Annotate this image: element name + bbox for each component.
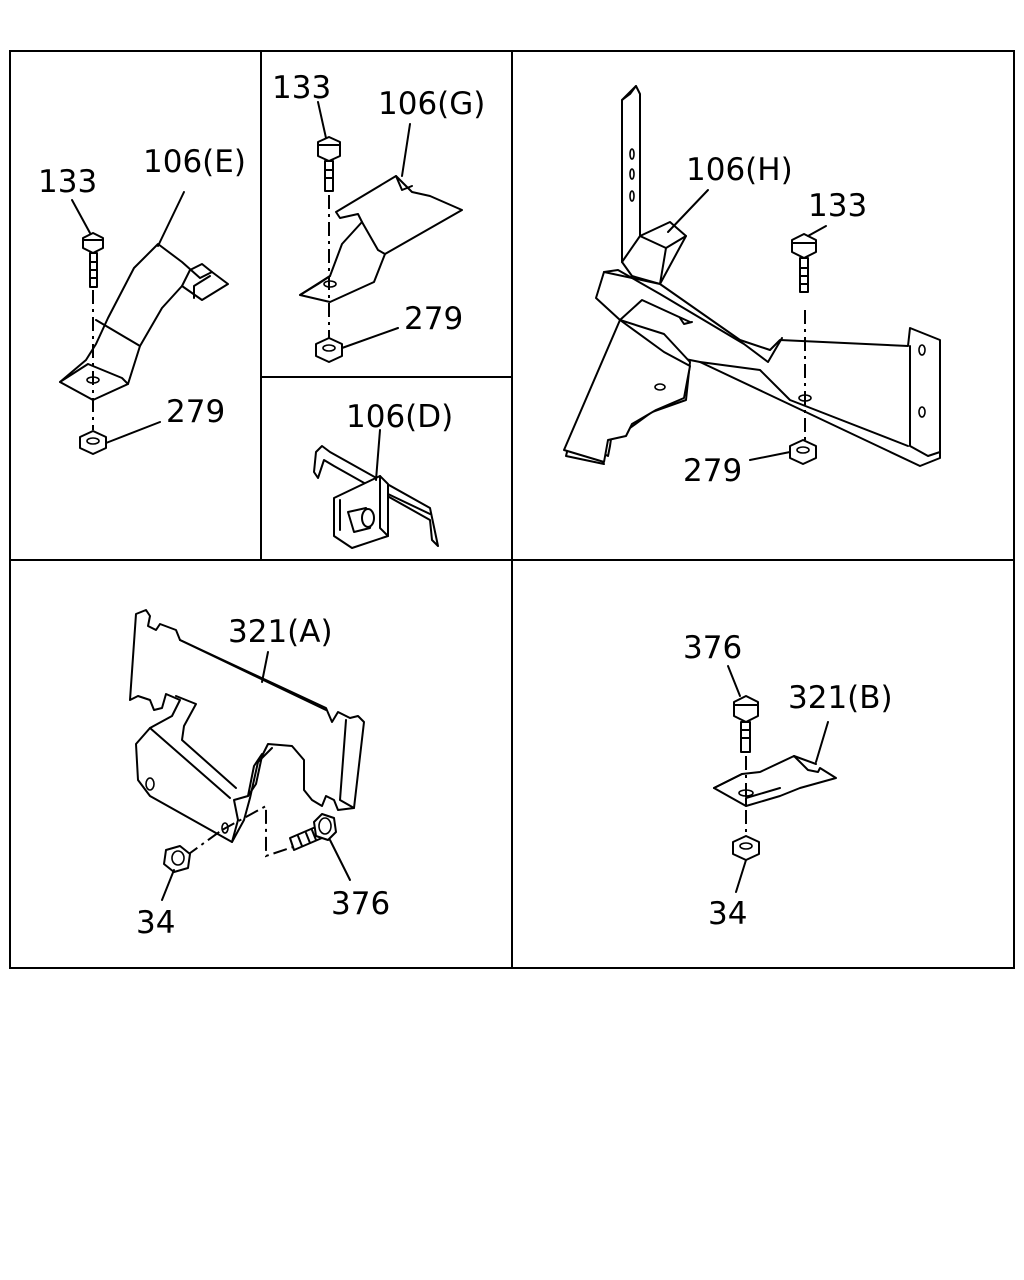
label-bolt: 376: [683, 630, 742, 666]
label-bolt: 376: [331, 886, 390, 922]
nut-icon: [732, 835, 760, 861]
label-nut: 279: [166, 394, 225, 430]
label-part: 106(D): [346, 399, 453, 435]
bracket-106-e: [59, 243, 229, 401]
bracket-321-a: [129, 609, 365, 843]
bracket-321-a-panel: 321(A) 34 376: [129, 609, 390, 941]
bolt-icon: [791, 233, 817, 293]
bracket-106-e-panel: 133 106(E) 279: [38, 144, 246, 455]
nut-icon: [789, 439, 817, 465]
bracket-106-d-panel: 106(D): [313, 399, 453, 549]
stud-icon: [347, 507, 375, 533]
nut-icon: [79, 430, 107, 455]
bracket-106-h-panel: 106(H) 133 279: [563, 85, 941, 489]
label-nut: 279: [683, 453, 742, 489]
bolt-icon: [317, 136, 341, 192]
label-nut: 279: [404, 301, 463, 337]
bracket-321-b: [713, 755, 837, 807]
bracket-106-d: [313, 445, 439, 549]
label-bolt: 133: [38, 164, 97, 200]
label-nut: 34: [136, 905, 175, 941]
bolt-icon: [733, 695, 759, 753]
bolt-icon: [82, 232, 104, 288]
label-part: 321(B): [788, 680, 893, 716]
bracket-321-b-panel: 376 321(B) 34: [683, 630, 893, 932]
nut-icon: [315, 337, 343, 363]
label-nut: 34: [708, 896, 747, 932]
bracket-106-h: [563, 85, 941, 467]
label-part: 106(E): [143, 144, 246, 180]
label-bolt: 133: [808, 188, 867, 224]
label-part: 321(A): [228, 614, 333, 650]
bracket-106-g: [299, 175, 463, 303]
label-bolt: 133: [272, 70, 331, 106]
nut-icon: [163, 845, 191, 873]
bracket-106-g-panel: 133 106(G) 279: [272, 70, 485, 363]
label-part: 106(H): [686, 152, 793, 188]
label-part: 106(G): [378, 86, 485, 122]
bolt-icon: [289, 813, 337, 851]
diagram-frame: [9, 50, 1015, 969]
